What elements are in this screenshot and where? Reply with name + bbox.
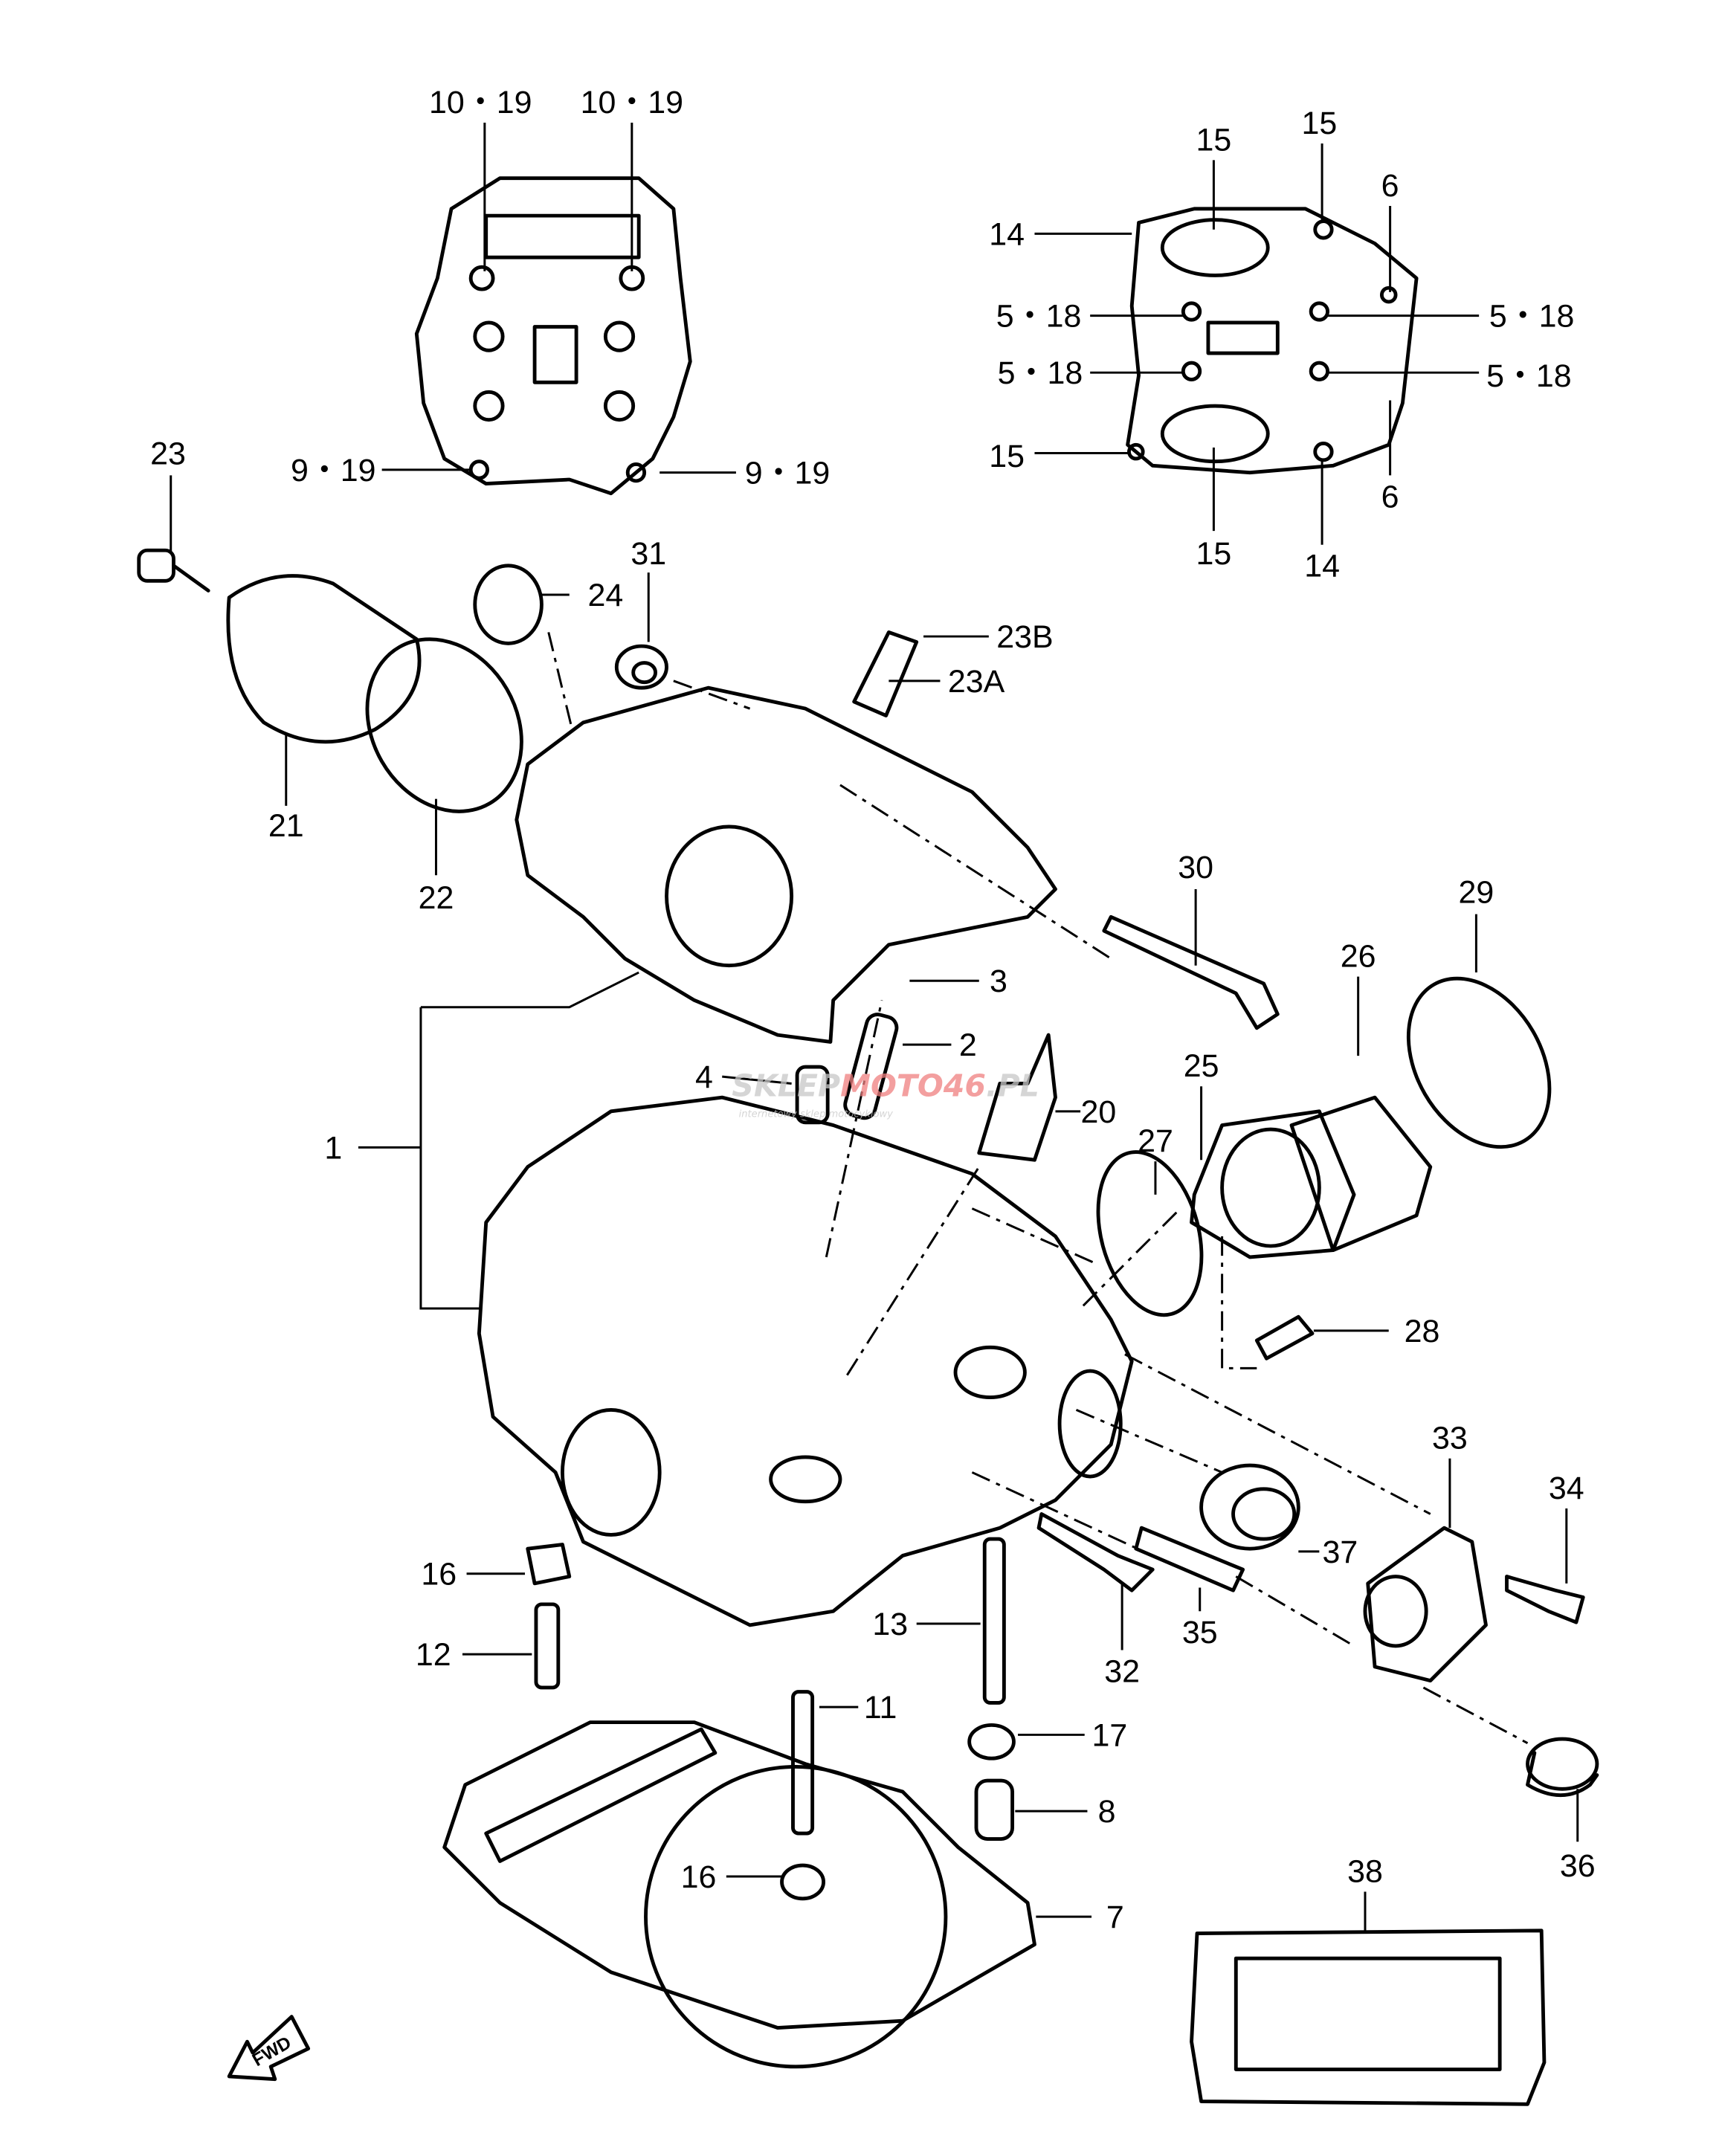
callout: 20 — [1081, 1094, 1117, 1130]
callout: 28 — [1405, 1314, 1440, 1349]
guide-2 — [843, 1013, 899, 1120]
callout: 31 — [631, 536, 666, 572]
dowel-4 — [795, 1065, 830, 1125]
cylinder-head-1 — [477, 1095, 1134, 1627]
sensor-32 — [1036, 1512, 1155, 1592]
stud-13 — [982, 1537, 1006, 1705]
callout: 23 — [150, 436, 186, 471]
screw-28 — [1254, 1314, 1315, 1361]
watermark-brand-b: MOTO46 — [840, 1068, 986, 1103]
sleeve-36 — [1526, 1737, 1599, 1798]
callout: 32 — [1104, 1653, 1140, 1689]
nut-16 — [526, 1543, 572, 1586]
watermark: SKLEPMOTO46.PL internetowy sklep motocyk… — [732, 1068, 1039, 1120]
intake-pipe-25 — [1190, 1109, 1356, 1259]
callout: 15 — [1301, 106, 1337, 141]
stud-23a-23b — [852, 630, 919, 717]
stud-12 — [534, 1602, 561, 1690]
callout: 5・18 — [996, 299, 1082, 335]
callout: 8 — [1098, 1794, 1116, 1830]
callout: 12 — [416, 1637, 451, 1673]
dowel-8 — [974, 1778, 1015, 1841]
callout: 15 — [1196, 122, 1232, 158]
callout: 33 — [1432, 1421, 1468, 1456]
fwd-arrow-icon: FWD — [227, 2015, 311, 2082]
cover-21 — [226, 574, 422, 744]
callout: 34 — [1549, 1471, 1584, 1506]
stud-11 — [791, 1690, 815, 1836]
callout: 3 — [990, 964, 1007, 999]
cap-24 — [473, 564, 544, 645]
callout: 5・18 — [998, 355, 1083, 391]
callout: 5・18 — [1486, 358, 1572, 394]
callout-labels: 10・19 10・19 9・19 9・19 23 24 31 23B 23A 2… — [150, 85, 1596, 1935]
callout: 16 — [421, 1557, 457, 1592]
callout: 24 — [587, 578, 623, 613]
head-gasket-7 — [442, 1720, 1036, 2069]
callout: 25 — [1184, 1048, 1219, 1084]
callout: 14 — [989, 216, 1025, 252]
callout: 4 — [695, 1059, 713, 1095]
callout: 11 — [864, 1690, 897, 1726]
nut-31 — [614, 644, 668, 690]
clamp-29 — [1406, 976, 1552, 1149]
sealant-38 — [1190, 1929, 1547, 2106]
watermark-tagline: internetowy sklep motocyklowy — [739, 1108, 894, 1120]
callout: 37 — [1322, 1534, 1358, 1570]
thermostat-housing-33 — [1363, 1526, 1488, 1683]
callout: 5・18 — [1489, 299, 1575, 335]
gasket-27 — [1096, 1150, 1204, 1317]
callout: 14 — [1304, 549, 1340, 584]
callout: 29 — [1459, 875, 1494, 911]
spark-plug-20 — [977, 1033, 1057, 1162]
watermark-brand: SKLEPMOTO46.PL — [732, 1068, 1039, 1103]
callout: 15 — [989, 439, 1025, 474]
callout: 1 — [324, 1130, 342, 1166]
callout: 27 — [1138, 1123, 1173, 1159]
callout: 9・19 — [745, 456, 831, 491]
callout: 38 — [1347, 1853, 1383, 1889]
callout: 23B — [996, 619, 1053, 655]
callout: 26 — [1341, 939, 1376, 975]
callout: 13 — [872, 1607, 908, 1642]
callout: 10・19 — [581, 85, 683, 120]
callout: 15 — [1196, 536, 1232, 572]
upper-head-part — [515, 685, 1057, 1044]
watermark-brand-a: SKLEP — [732, 1068, 840, 1103]
callout: 9・19 — [291, 453, 376, 488]
bolt-34 — [1505, 1575, 1585, 1624]
dowel-17 — [967, 1723, 1016, 1760]
callout: 21 — [268, 808, 304, 844]
head-bottom-view-inset — [1126, 207, 1419, 475]
callout: 6 — [1381, 168, 1399, 204]
bolt-30 — [1102, 914, 1280, 1030]
leader-lines — [170, 122, 1579, 1931]
watermark-domain: .PL — [986, 1068, 1039, 1103]
callout: 10・19 — [429, 85, 532, 120]
head-top-view-inset — [414, 176, 692, 496]
gasket-22 — [365, 637, 523, 813]
bolt-23 — [137, 548, 210, 593]
callout: 17 — [1091, 1717, 1127, 1753]
thermostat-37 — [1199, 1463, 1300, 1551]
intake-pipe-26 — [1289, 1095, 1433, 1253]
callout: 6 — [1381, 479, 1399, 514]
callout: 7 — [1106, 1900, 1124, 1935]
stud-35 — [1134, 1526, 1245, 1592]
callout: 36 — [1560, 1848, 1596, 1884]
callout: 30 — [1178, 850, 1213, 885]
callout: 16 — [681, 1859, 717, 1895]
callout: 2 — [959, 1027, 977, 1063]
callout: 22 — [419, 880, 454, 916]
callout: 23A — [948, 664, 1005, 700]
callout: 35 — [1182, 1615, 1218, 1650]
